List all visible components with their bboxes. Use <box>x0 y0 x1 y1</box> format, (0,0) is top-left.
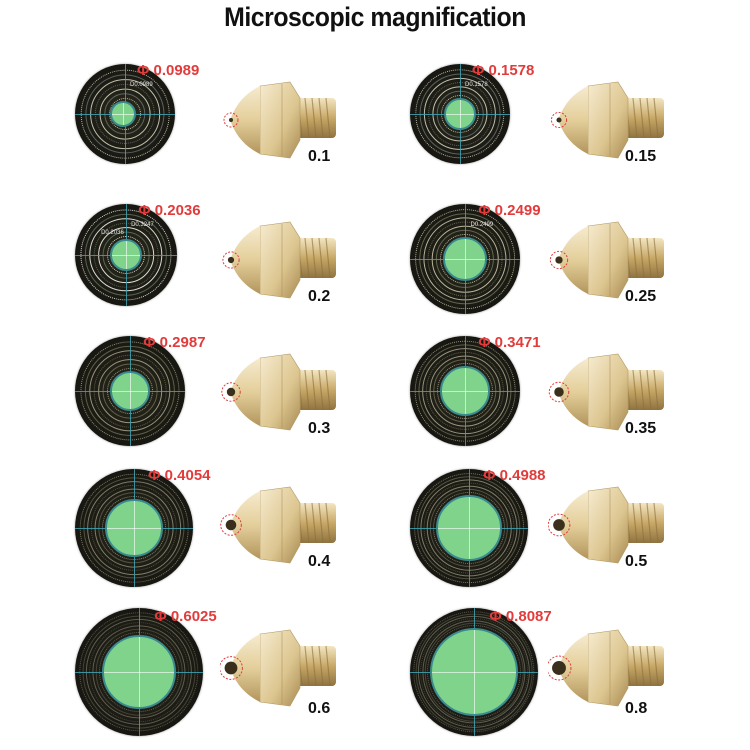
measured-diameter: Φ 0.8087 <box>489 608 552 625</box>
hole-crosshair <box>474 630 475 714</box>
nozzle-hole <box>430 628 518 716</box>
nozzle-size-label: 0.35 <box>625 420 657 437</box>
hole-crosshair <box>460 100 461 128</box>
measured-diameter: Φ 0.2499 <box>478 202 541 219</box>
hole-crosshair <box>134 501 135 555</box>
nozzle-card: D0.1578 Φ 0.1578 <box>410 60 710 190</box>
nozzle-hole <box>443 237 487 281</box>
measured-diameter: Φ 0.1578 <box>472 62 535 79</box>
measurement-label: D0.0989 <box>130 82 153 88</box>
hole-crosshair <box>126 241 127 269</box>
nozzle-card: Φ 0.4054 <box>75 465 375 595</box>
brass-nozzle-icon <box>547 483 668 573</box>
microscope-view-icon <box>75 469 193 587</box>
measurement-label: D0.2036 <box>101 230 124 236</box>
nozzle-size-label: 0.6 <box>308 700 331 717</box>
nozzle-size-label: 0.25 <box>625 288 657 305</box>
nozzle-card: Φ 0.8087 <box>410 600 710 736</box>
microscope-view-icon <box>75 608 203 736</box>
hole-crosshair <box>130 373 131 409</box>
nozzle-hole <box>440 366 490 416</box>
microscope-view-icon <box>410 608 538 736</box>
nozzle-card: Φ 0.2987 <box>75 332 375 462</box>
nozzle-card: D0.2499 Φ 0.2499 <box>410 200 710 330</box>
microscope-view-icon: D0.0989 <box>75 64 175 164</box>
nozzle-card: Φ 0.4988 <box>410 465 710 595</box>
nozzle-hole <box>444 98 476 130</box>
brass-nozzle-icon <box>546 626 668 716</box>
brass-nozzle-icon <box>220 78 340 168</box>
nozzle-hole <box>110 101 136 127</box>
brass-nozzle-icon <box>220 483 340 573</box>
measured-diameter: Φ 0.6025 <box>154 608 217 625</box>
hole-crosshair <box>139 637 140 707</box>
brass-nozzle-icon <box>220 350 340 440</box>
microscope-view-icon <box>75 336 185 446</box>
measured-diameter: Φ 0.2987 <box>143 334 206 351</box>
measured-diameter: Φ 0.0989 <box>137 62 200 79</box>
nozzle-hole <box>102 635 176 709</box>
measured-diameter: Φ 0.4988 <box>483 467 546 484</box>
measured-diameter: Φ 0.2036 <box>138 202 201 219</box>
measured-diameter: Φ 0.4054 <box>148 467 211 484</box>
brass-nozzle-icon <box>220 218 340 308</box>
nozzle-card: D0.0989 Φ 0.0989 <box>75 60 375 190</box>
microscope-view-icon <box>410 336 520 446</box>
hole-crosshair <box>469 497 470 559</box>
nozzle-hole <box>110 371 150 411</box>
nozzle-size-label: 0.4 <box>308 553 331 570</box>
microscope-view-icon: D0.1578 <box>410 64 510 164</box>
brass-nozzle-icon <box>548 78 668 168</box>
microscope-view-icon <box>410 469 528 587</box>
page-title: Microscopic magnification <box>224 2 526 32</box>
hole-crosshair <box>465 368 466 414</box>
nozzle-hole <box>110 239 142 271</box>
brass-nozzle-icon <box>548 218 668 308</box>
measurement-label: D0.2499 <box>470 222 494 228</box>
nozzle-hole <box>436 495 502 561</box>
measurement-label: D0.1578 <box>465 82 488 88</box>
nozzle-card: Φ 0.3471 <box>410 332 710 462</box>
nozzle-size-label: 0.8 <box>625 700 648 717</box>
brass-nozzle-icon <box>548 350 668 440</box>
brass-nozzle-icon <box>219 626 340 716</box>
nozzle-size-label: 0.2 <box>308 288 331 305</box>
measured-diameter: Φ 0.3471 <box>478 334 541 351</box>
hole-crosshair <box>123 103 124 125</box>
microscope-view-icon: D0.2499 <box>410 204 520 314</box>
nozzle-size-label: 0.5 <box>625 553 648 570</box>
nozzle-hole <box>105 499 163 557</box>
nozzle-size-label: 0.15 <box>625 148 657 165</box>
nozzle-size-label: 0.3 <box>308 420 331 437</box>
hole-crosshair <box>465 239 466 279</box>
measurement-label: D0.3247 <box>131 222 154 228</box>
nozzle-size-label: 0.1 <box>308 148 331 165</box>
nozzle-card: Φ 0.6025 <box>75 600 375 736</box>
